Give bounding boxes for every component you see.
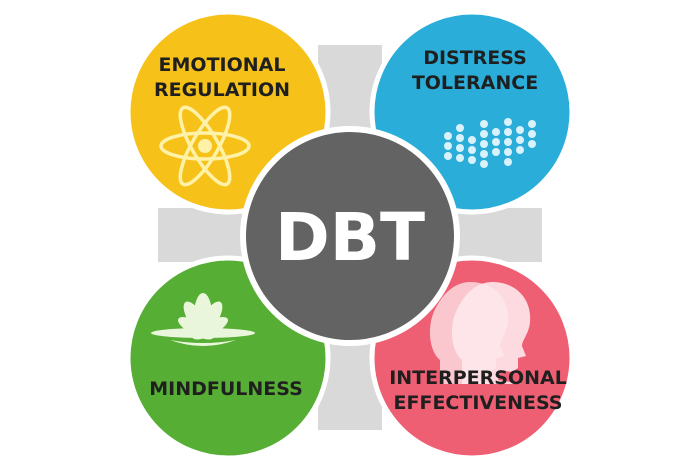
center-node: DBT [240, 126, 460, 346]
mindfulness-label: MINDFULNESS [149, 378, 303, 400]
emotional-regulation-label-line2: REGULATION [154, 79, 290, 101]
lotus-icon [151, 293, 255, 346]
center-circle [240, 126, 460, 346]
atom-icon [159, 105, 251, 187]
wave-dots-icon [444, 118, 536, 168]
emotional-regulation-label-line1: EMOTIONAL [159, 54, 286, 76]
distress-tolerance-label-line2: TOLERANCE [412, 72, 538, 94]
interpersonal-effectiveness-label-line2: EFFECTIVENESS [394, 392, 563, 414]
interpersonal-effectiveness-label-line1: INTERPERSONAL [389, 367, 567, 389]
faces-icon [429, 282, 531, 384]
center-label: DBT [275, 199, 425, 276]
distress-tolerance-label-line1: DISTRESS [423, 47, 527, 69]
